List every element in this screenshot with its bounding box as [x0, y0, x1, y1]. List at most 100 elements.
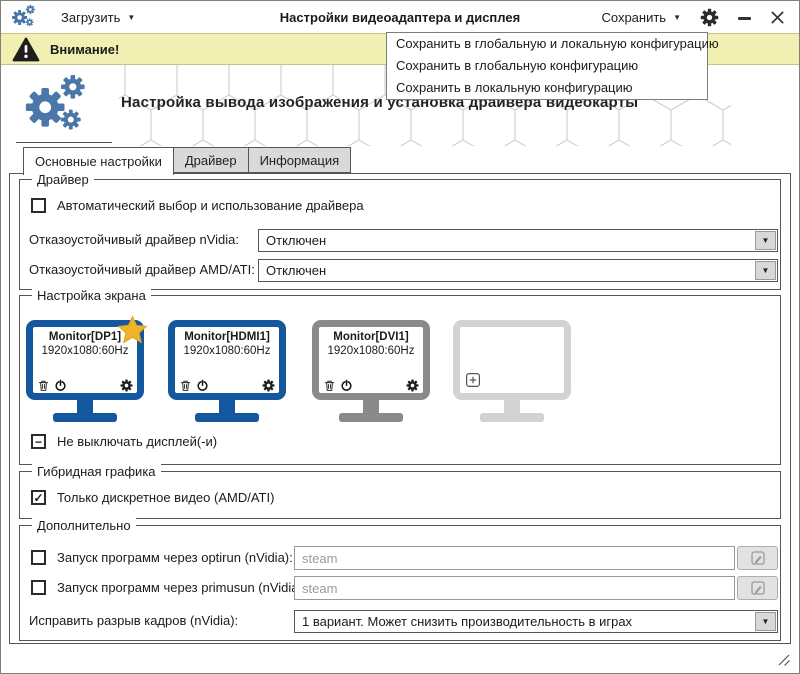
primary-star-icon: [118, 316, 147, 343]
optirun-checkbox[interactable]: [31, 550, 46, 565]
add-plus-icon[interactable]: [465, 372, 481, 388]
pencil-icon: [750, 581, 765, 595]
primusun-label: Запуск программ через primusun (nVidia):: [57, 580, 307, 595]
warning-triangle-icon: [12, 37, 40, 61]
monitor-name: Monitor[HDMI1]: [184, 331, 270, 343]
menu-item-save-global-and-local[interactable]: Сохранить в глобальную и локальную конфи…: [396, 36, 719, 51]
monitor-settings-gear-icon[interactable]: [120, 379, 133, 392]
monitor-stand: [504, 400, 520, 413]
monitor-name: Monitor[DP1]: [48, 331, 122, 343]
tab-page-frame: Драйвер Автоматический выбор и использов…: [9, 172, 791, 644]
monitor-stand: [219, 400, 235, 413]
monitor-stand: [77, 400, 93, 413]
settings-gear-button[interactable]: [700, 8, 719, 27]
screen-group: Настройка экрана Monitor[DP1] 1920x1080:…: [19, 288, 781, 465]
trash-icon[interactable]: [37, 379, 50, 392]
keep-displays-on-row: − Не выключать дисплей(-и): [31, 434, 217, 449]
optirun-edit-button[interactable]: [737, 546, 778, 570]
status-bar: [1, 645, 799, 673]
monitor-card-hdmi1[interactable]: Monitor[HDMI1] 1920x1080:60Hz: [168, 320, 286, 422]
tab-driver[interactable]: Драйвер: [172, 147, 249, 173]
save-button[interactable]: Сохранить ▼: [601, 10, 681, 25]
minimize-button[interactable]: [738, 16, 751, 20]
combo-arrow-icon[interactable]: ▼: [755, 612, 776, 631]
tab-label: Основные настройки: [35, 154, 162, 169]
nvidia-failsafe-label: Отказоустойчивый драйвер nVidia:: [29, 232, 239, 247]
add-monitor-card[interactable]: [453, 320, 571, 422]
tab-information[interactable]: Информация: [247, 147, 352, 173]
primusun-checkbox[interactable]: [31, 580, 46, 595]
monitor-card-dp1[interactable]: Monitor[DP1] 1920x1080:60Hz: [26, 316, 147, 422]
pencil-icon: [750, 551, 765, 565]
screen-group-legend: Настройка экрана: [32, 288, 151, 303]
amd-failsafe-value: Отключен: [266, 263, 327, 278]
monitor-mode: 1920x1080:60Hz: [327, 345, 415, 357]
auto-driver-checkbox[interactable]: [31, 198, 46, 213]
monitor-base: [53, 413, 117, 422]
tab-label: Информация: [259, 152, 340, 168]
amd-failsafe-label: Отказоустойчивый драйвер AMD/ATI:: [29, 262, 255, 277]
monitor-name: Monitor[DVI1]: [333, 331, 409, 343]
monitor-base: [480, 413, 544, 422]
tab-main-settings[interactable]: Основные настройки: [23, 147, 174, 175]
monitor-card-dvi1[interactable]: Monitor[DVI1] 1920x1080:60Hz: [312, 320, 430, 422]
save-button-label: Сохранить: [601, 9, 667, 25]
save-dropdown-menu: Сохранить в глобальную и локальную конфи…: [386, 32, 719, 100]
monitor-screen: [453, 320, 571, 400]
optirun-row: Запуск программ через optirun (nVidia):: [31, 550, 293, 565]
trash-icon[interactable]: [323, 379, 336, 392]
discrete-only-label: Только дискретное видео (AMD/ATI): [57, 490, 275, 505]
chevron-down-icon: ▼: [127, 13, 136, 22]
hybrid-group: Гибридная графика ✓ Только дискретное ви…: [19, 464, 781, 519]
tab-label: Драйвер: [184, 152, 237, 168]
auto-driver-row: Автоматический выбор и использование дра…: [31, 198, 364, 213]
monitor-base: [195, 413, 259, 422]
title-bar: Загрузить ▼ Настройки видеоадаптера и ди…: [1, 1, 799, 33]
discrete-only-checkbox[interactable]: ✓: [31, 490, 46, 505]
primusun-row: Запуск программ через primusun (nVidia):: [31, 580, 306, 595]
nvidia-failsafe-select[interactable]: Отключен ▼: [258, 229, 778, 252]
monitor-mode: 1920x1080:60Hz: [41, 345, 129, 357]
resize-grip[interactable]: [776, 652, 792, 668]
optirun-label: Запуск программ через optirun (nVidia):: [57, 550, 293, 565]
combo-arrow-icon[interactable]: ▼: [755, 261, 776, 280]
monitor-base: [339, 413, 403, 422]
optirun-command-input[interactable]: [294, 546, 735, 570]
monitor-screen: Monitor[DP1] 1920x1080:60Hz: [26, 316, 147, 400]
auto-driver-label: Автоматический выбор и использование дра…: [57, 198, 364, 213]
amd-failsafe-select[interactable]: Отключен ▼: [258, 259, 778, 282]
menu-item-save-global[interactable]: Сохранить в глобальную конфигурацию: [396, 58, 639, 73]
close-button[interactable]: [770, 10, 785, 25]
nvidia-failsafe-value: Отключен: [266, 233, 327, 248]
keep-displays-on-label: Не выключать дисплей(-и): [57, 434, 218, 449]
trash-icon[interactable]: [179, 379, 192, 392]
menu-item-save-local[interactable]: Сохранить в локальную конфигурацию: [396, 80, 633, 95]
driver-group: Драйвер Автоматический выбор и использов…: [19, 172, 781, 290]
discrete-only-row: ✓ Только дискретное видео (AMD/ATI): [31, 490, 274, 505]
power-icon[interactable]: [54, 379, 67, 392]
keep-displays-on-checkbox[interactable]: −: [31, 434, 46, 449]
monitor-settings-gear-icon[interactable]: [406, 379, 419, 392]
app-logo-gears: [23, 74, 95, 138]
driver-group-legend: Драйвер: [32, 172, 94, 187]
power-icon[interactable]: [196, 379, 209, 392]
primusun-edit-button[interactable]: [737, 576, 778, 600]
extra-group-legend: Дополнительно: [32, 518, 136, 533]
logo-underline: [16, 142, 112, 143]
power-icon[interactable]: [340, 379, 353, 392]
primusun-command-input[interactable]: [294, 576, 735, 600]
chevron-down-icon: ▼: [673, 13, 681, 22]
tearing-fix-value: 1 вариант. Может снизить производительно…: [302, 614, 633, 629]
load-button[interactable]: Загрузить ▼: [61, 10, 135, 25]
tearing-fix-select[interactable]: 1 вариант. Может снизить производительно…: [294, 610, 778, 633]
tab-bar: Основные настройки Драйвер Информация: [23, 147, 352, 175]
extra-group: Дополнительно Запуск программ через opti…: [19, 518, 781, 641]
app-gears-icon: [11, 4, 39, 30]
tearing-fix-label: Исправить разрыв кадров (nVidia):: [29, 613, 239, 628]
combo-arrow-icon[interactable]: ▼: [755, 231, 776, 250]
monitor-stand: [363, 400, 379, 413]
hybrid-group-legend: Гибридная графика: [32, 464, 161, 479]
monitor-settings-gear-icon[interactable]: [262, 379, 275, 392]
monitor-screen: Monitor[DVI1] 1920x1080:60Hz: [312, 320, 430, 400]
